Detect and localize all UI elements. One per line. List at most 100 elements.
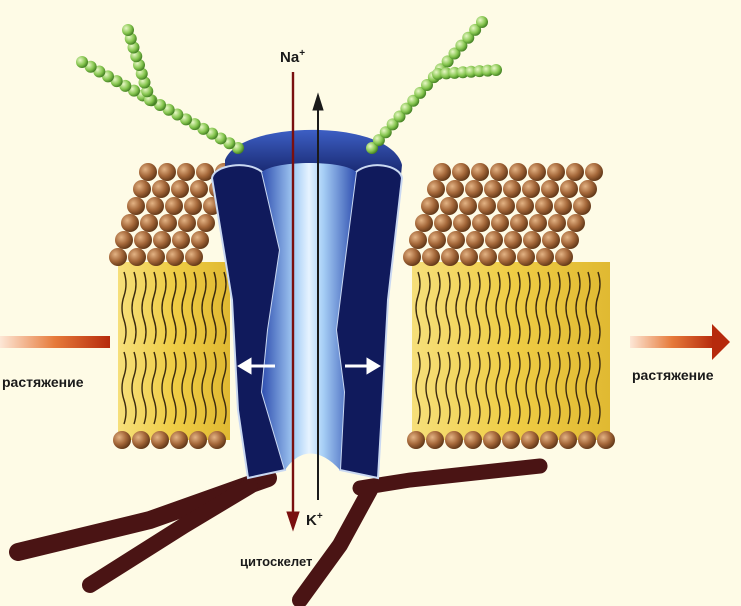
lipid-head: [560, 180, 578, 198]
lipid-head: [516, 197, 534, 215]
stretch-arrow-right-head: [712, 324, 730, 360]
lipid-head: [115, 231, 133, 249]
lipid-head: [426, 431, 444, 449]
lipid-head: [484, 180, 502, 198]
lipid-head: [465, 180, 483, 198]
lipid-head: [573, 197, 591, 215]
lipid-head: [466, 231, 484, 249]
glycan-bead: [122, 24, 134, 36]
lipid-head: [127, 197, 145, 215]
lipid-head: [504, 231, 522, 249]
lipid-head: [542, 231, 560, 249]
lipid-head: [597, 431, 615, 449]
cytoskeleton-fiber-4: [300, 490, 370, 600]
stretch-label-left: растяжение: [2, 374, 84, 390]
lipid-head: [427, 180, 445, 198]
lipid-head: [585, 163, 603, 181]
lipid-head: [172, 231, 190, 249]
lipid-head: [440, 197, 458, 215]
arrow-right-icon: [0, 336, 110, 348]
lipid-head: [441, 248, 459, 266]
lipid-head: [421, 197, 439, 215]
lipid-head: [132, 431, 150, 449]
lipid-head: [517, 248, 535, 266]
lipid-head: [548, 214, 566, 232]
bilayer-block-right: [403, 163, 615, 449]
lipid-head: [547, 163, 565, 181]
lipid-head: [170, 431, 188, 449]
lipid-head: [541, 180, 559, 198]
lipid-head: [166, 248, 184, 266]
lipid-head: [139, 163, 157, 181]
glycan-chain-left-main: [76, 56, 244, 154]
lipid-head: [191, 231, 209, 249]
lipid-head: [471, 163, 489, 181]
lipid-head: [428, 231, 446, 249]
bilayer-block-left: [109, 163, 233, 449]
potassium-flow-arrowhead: [313, 94, 323, 110]
lipid-head: [177, 163, 195, 181]
glycan-bead: [76, 56, 88, 68]
cytoskeleton-label: цитоскелет: [240, 554, 312, 569]
lipid-head: [189, 431, 207, 449]
lipid-head: [197, 214, 215, 232]
lipid-head: [151, 431, 169, 449]
sodium-ion-label: Na+: [280, 48, 305, 66]
lipid-head: [529, 214, 547, 232]
potassium-ion-charge: +: [317, 511, 323, 522]
lipid-head: [478, 197, 496, 215]
glycan-bead: [490, 64, 502, 76]
lipid-head: [447, 231, 465, 249]
lipid-head: [153, 231, 171, 249]
lipid-head: [555, 248, 573, 266]
lipid-head: [403, 248, 421, 266]
potassium-ion-label: K+: [306, 511, 323, 529]
lipid-head: [509, 163, 527, 181]
lipid-head: [464, 431, 482, 449]
potassium-ion-symbol: K: [306, 512, 317, 529]
glycan-chain-right-main: [366, 16, 488, 154]
lipid-head: [109, 248, 127, 266]
lipid-head: [113, 431, 131, 449]
lipid-head: [446, 180, 464, 198]
sodium-ion-symbol: Na: [280, 49, 299, 66]
lipid-head: [422, 248, 440, 266]
lipid-head: [184, 197, 202, 215]
lipid-head: [445, 431, 463, 449]
glycan-bead: [476, 16, 488, 28]
lipid-head: [536, 248, 554, 266]
stretch-arrow-right: [630, 324, 730, 360]
stretch-arrow-left: [0, 336, 110, 348]
bilayer-block-left-tail-band: [118, 262, 230, 440]
lipid-head: [566, 163, 584, 181]
lipid-head: [561, 231, 579, 249]
lipid-head: [434, 214, 452, 232]
lipid-head: [523, 231, 541, 249]
cytoskeleton-fiber-3: [360, 466, 540, 488]
lipid-head: [158, 163, 176, 181]
lipid-head: [579, 180, 597, 198]
lipid-head: [559, 431, 577, 449]
lipid-head: [178, 214, 196, 232]
lipid-head: [128, 248, 146, 266]
lipid-head: [134, 231, 152, 249]
lipid-head: [415, 214, 433, 232]
lipid-head: [453, 214, 471, 232]
lipid-head: [147, 248, 165, 266]
lipid-head: [472, 214, 490, 232]
stretch-label-right: растяжение: [632, 367, 714, 383]
lipid-head: [502, 431, 520, 449]
lipid-head: [459, 197, 477, 215]
lipid-head: [528, 163, 546, 181]
lipid-head: [146, 197, 164, 215]
lipid-head: [133, 180, 151, 198]
lipid-head: [407, 431, 425, 449]
lipid-head: [171, 180, 189, 198]
lipid-head: [497, 197, 515, 215]
lipid-head: [503, 180, 521, 198]
cytoskeleton-fibers: [18, 466, 540, 600]
lipid-head: [208, 431, 226, 449]
lipid-head: [121, 214, 139, 232]
